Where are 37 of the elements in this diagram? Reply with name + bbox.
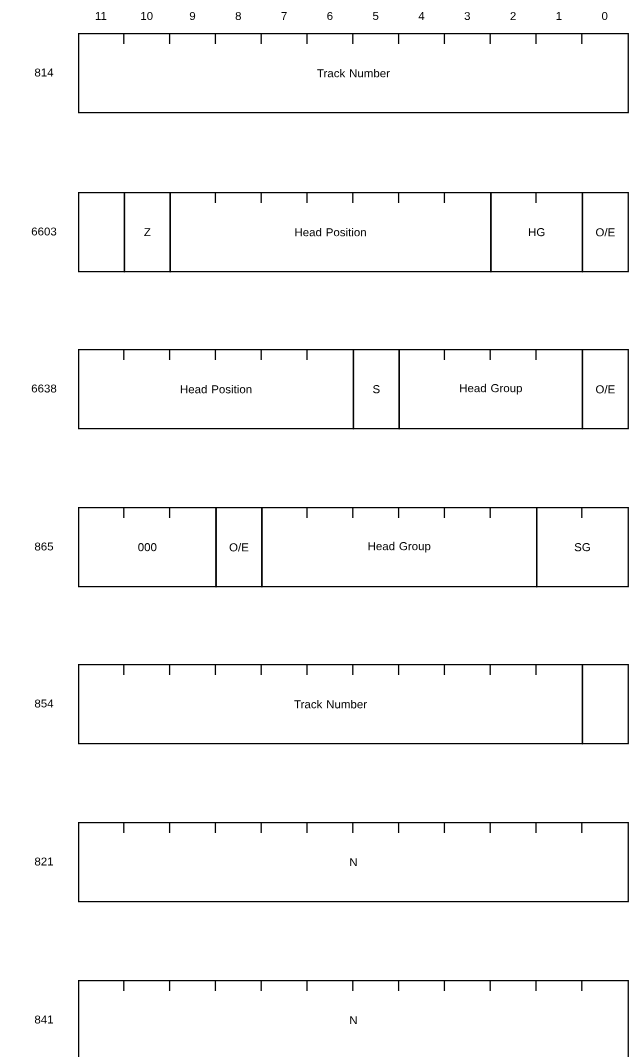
bit-number: 10	[141, 11, 153, 21]
bit-field: O/E	[215, 507, 263, 588]
bit-field: N	[78, 822, 629, 903]
bit-number: 7	[281, 12, 287, 20]
bit-field: O/E	[581, 192, 629, 273]
register-number: 814	[34, 68, 54, 77]
register-number: 865	[34, 542, 54, 551]
register-number: 821	[34, 857, 54, 866]
bit-number: 3	[464, 11, 470, 21]
bit-field: Head Position	[78, 349, 355, 430]
bit-number: 9	[189, 11, 196, 21]
bit-field: Head Group	[261, 507, 538, 588]
bit-number: 2	[510, 12, 516, 20]
bit-field: S	[352, 349, 400, 430]
register-number: 6638	[31, 384, 57, 393]
bit-number: 5	[372, 12, 379, 20]
bit-field: Head Group	[398, 349, 584, 430]
bit-number: 11	[95, 12, 107, 20]
register-number: 841	[34, 1015, 54, 1024]
bit-field: HG	[490, 192, 584, 273]
register-number: 6603	[31, 227, 57, 236]
bit-field: O/E	[581, 349, 629, 430]
bit-field: Z	[123, 192, 171, 273]
bit-number: 1	[556, 12, 562, 20]
bit-number: 8	[235, 11, 241, 21]
bit-number: 0	[601, 11, 608, 21]
bit-field: Track Number	[78, 664, 584, 745]
empty-bit-field	[581, 664, 629, 745]
bit-field: Head Position	[169, 192, 492, 273]
bit-field: Track Number	[78, 33, 629, 114]
bit-field: N	[78, 980, 629, 1057]
register-number: 854	[34, 699, 54, 708]
bit-field: 000	[78, 507, 217, 588]
empty-bit-field	[78, 192, 126, 273]
bit-field: SG	[536, 507, 629, 588]
bit-number: 4	[418, 12, 425, 20]
bit-number: 6	[327, 11, 333, 21]
